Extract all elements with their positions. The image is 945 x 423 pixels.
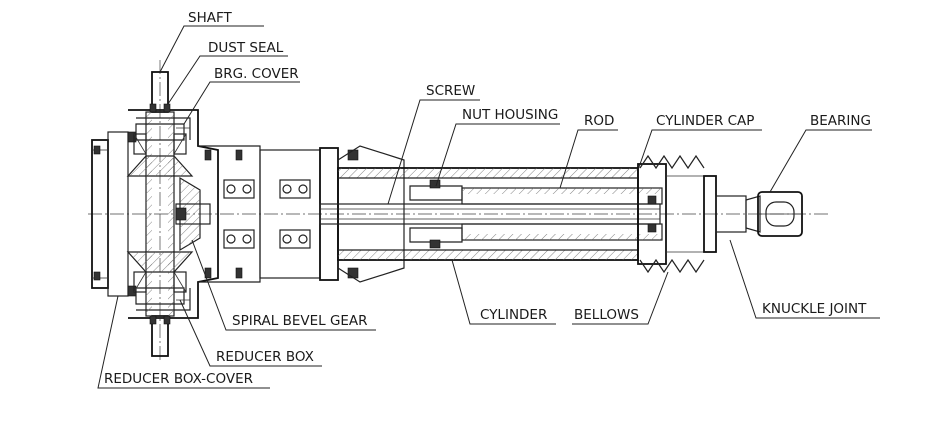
label-rod: ROD (559, 113, 618, 189)
label-knuckle-joint-text: KNUCKLE JOINT (762, 301, 867, 317)
label-nut-housing-text: NUT HOUSING (462, 107, 558, 123)
label-reducer-box-cover: REDUCER BOX-COVER (97, 295, 270, 389)
label-cylinder-text: CYLINDER (480, 307, 547, 323)
label-shaft: SHAFT (159, 10, 264, 73)
label-cylinder-cap-text: CYLINDER CAP (656, 113, 754, 129)
cylinder-cap (637, 163, 667, 265)
label-dust-seal-text: DUST SEAL (208, 40, 284, 56)
label-reducer-box: REDUCER BOX (179, 299, 322, 367)
shaft-upper-bearing (133, 133, 187, 155)
end-bearing (757, 191, 803, 237)
label-reducer-box-text: REDUCER BOX (216, 349, 314, 365)
knuckle-joint (703, 175, 761, 253)
label-cylinder-cap: CYLINDER CAP (637, 113, 762, 171)
rod (461, 187, 663, 241)
reducer-box (128, 109, 321, 319)
label-knuckle-joint: KNUCKLE JOINT (729, 239, 880, 319)
bearing-cover (135, 123, 190, 305)
shaft-lower-bearing (133, 271, 187, 293)
spiral-bevel-gear (126, 155, 201, 273)
label-bellows: BELLOWS (572, 271, 669, 325)
dust-seal (149, 103, 171, 325)
label-shaft-text: SHAFT (188, 10, 232, 26)
label-spiral-bevel-gear: SPIRAL BEVEL GEAR (191, 239, 376, 331)
label-spiral-bevel-gear-text: SPIRAL BEVEL GEAR (232, 313, 368, 329)
label-rod-text: ROD (584, 113, 614, 129)
label-screw: SCREW (387, 83, 480, 205)
horizontal-screw-shaft-end (175, 203, 211, 225)
label-brg-cover-text: BRG. COVER (214, 66, 299, 82)
bellows (639, 154, 706, 274)
label-reducer-box-cover-text: REDUCER BOX-COVER (104, 371, 253, 387)
label-bearing: BEARING (769, 113, 872, 193)
label-dust-seal: DUST SEAL (167, 40, 288, 105)
label-bellows-text: BELLOWS (574, 307, 639, 323)
label-screw-text: SCREW (426, 83, 475, 99)
label-bearing-text: BEARING (810, 113, 871, 129)
label-cylinder: CYLINDER (451, 259, 556, 325)
screw-support-bearings (223, 179, 311, 249)
label-brg-cover: BRG. COVER (183, 66, 300, 125)
label-nut-housing: NUT HOUSING (435, 107, 560, 187)
